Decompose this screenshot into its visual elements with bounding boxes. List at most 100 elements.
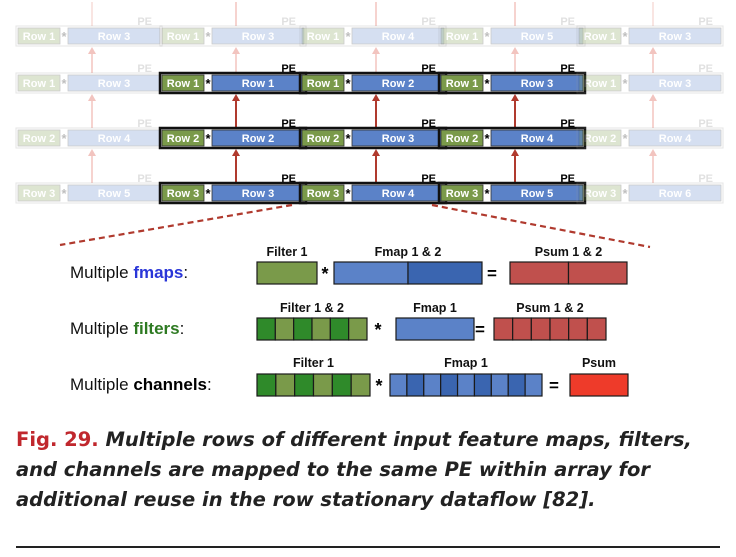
multiply-sign: * xyxy=(622,29,628,44)
fmap-row-label: Row 4 xyxy=(382,31,415,43)
multiply-sign: * xyxy=(345,76,351,91)
filter-row-label: Row 3 xyxy=(23,188,55,200)
fmap-row-box xyxy=(211,27,305,45)
pe-box xyxy=(576,182,724,204)
filter-row-box xyxy=(17,27,61,45)
filter-row-label: Row 2 xyxy=(167,133,199,145)
multiply-sign: * xyxy=(205,76,211,91)
fmap-row-box xyxy=(628,184,722,202)
filter-row-label: Row 1 xyxy=(167,78,199,90)
filter-row-box xyxy=(301,184,345,202)
filter-cell xyxy=(294,373,315,397)
fmap-row-label: Row 4 xyxy=(659,133,692,145)
pe-label: PE xyxy=(137,63,152,75)
fmap-row-label: Row 4 xyxy=(521,133,554,145)
psum-cell xyxy=(493,317,514,341)
filter-row-label: Row 1 xyxy=(584,31,616,43)
multiply-operator: * xyxy=(321,264,328,284)
pe-label: PE xyxy=(698,16,713,28)
pe-label: PE xyxy=(137,118,152,130)
fmap-row-label: Row 5 xyxy=(521,31,553,43)
fmap-row-box xyxy=(628,27,722,45)
psum-cell xyxy=(567,261,628,285)
mapping-row-label: Multiple channels: xyxy=(70,375,212,394)
multiply-sign: * xyxy=(61,29,67,44)
pe-box xyxy=(15,25,163,47)
filter-row-box xyxy=(578,74,622,92)
fmap-row-box xyxy=(67,27,161,45)
filter-row-box xyxy=(578,184,622,202)
fmap-row-box xyxy=(490,129,584,147)
psum-cell xyxy=(549,317,570,341)
filter-row-label: Row 1 xyxy=(446,31,478,43)
pe-label: PE xyxy=(560,16,575,28)
figure-number: Fig. 29. xyxy=(16,428,99,451)
multiply-sign: * xyxy=(61,76,67,91)
multiply-sign: * xyxy=(345,131,351,146)
pe-label: PE xyxy=(698,118,713,130)
filter-row-label: Row 2 xyxy=(307,133,339,145)
fmap-row-label: Row 4 xyxy=(382,188,415,200)
filter-row-box xyxy=(440,129,484,147)
filter-row-label: Row 3 xyxy=(307,188,339,200)
psum-cell xyxy=(586,317,607,341)
label-prefix: Multiple xyxy=(70,375,133,394)
filter-row-box xyxy=(301,74,345,92)
fmap-row-label: Row 4 xyxy=(98,133,131,145)
fmap-row-box xyxy=(628,74,722,92)
fmap-row-label: Row 3 xyxy=(659,31,691,43)
fmap-row-label: Row 5 xyxy=(521,188,553,200)
multiply-sign: * xyxy=(484,186,490,201)
fmap-cell xyxy=(456,373,476,397)
filter-row-label: Row 1 xyxy=(584,78,616,90)
fmap-title: Fmap 1 xyxy=(413,301,457,315)
psum-cell xyxy=(568,317,588,341)
fmap-cell xyxy=(395,317,475,341)
fmap-row-label: Row 2 xyxy=(382,78,414,90)
label-keyword: fmaps xyxy=(133,263,183,282)
filter-row-label: Row 2 xyxy=(584,133,616,145)
filter-row-box xyxy=(440,74,484,92)
pe-arrow-head xyxy=(88,149,96,156)
filter-cell xyxy=(331,373,352,397)
filter-row-box xyxy=(578,129,622,147)
label-prefix: Multiple xyxy=(70,263,133,282)
psum-cell xyxy=(509,261,570,285)
pe-label: PE xyxy=(137,173,152,185)
multiply-sign: * xyxy=(484,76,490,91)
filter-row-box xyxy=(17,184,61,202)
pe-label: PE xyxy=(698,173,713,185)
filter-row-box xyxy=(301,129,345,147)
fan-line-right xyxy=(431,203,651,249)
fmap-cell xyxy=(507,373,526,397)
pe-cell: PE Row 1 * Row 3 xyxy=(576,16,724,47)
multiply-sign: * xyxy=(622,76,628,91)
equals-operator: = xyxy=(487,264,497,283)
multiply-sign: * xyxy=(622,186,628,201)
psum-cell xyxy=(530,317,551,341)
label-prefix: Multiple xyxy=(70,319,133,338)
filter-row-label: Row 1 xyxy=(23,78,55,90)
psum-title: Psum xyxy=(582,356,616,370)
pe-box xyxy=(437,126,587,150)
filter-cell xyxy=(256,373,277,397)
multiply-sign: * xyxy=(345,186,351,201)
filter-row-box xyxy=(161,27,205,45)
filter-cell xyxy=(311,317,331,341)
filter-row-label: Row 2 xyxy=(446,133,478,145)
fmap-cell xyxy=(440,373,459,397)
multiply-operator: * xyxy=(374,320,381,340)
label-suffix: : xyxy=(183,263,188,282)
pe-arrow-head xyxy=(511,94,519,101)
